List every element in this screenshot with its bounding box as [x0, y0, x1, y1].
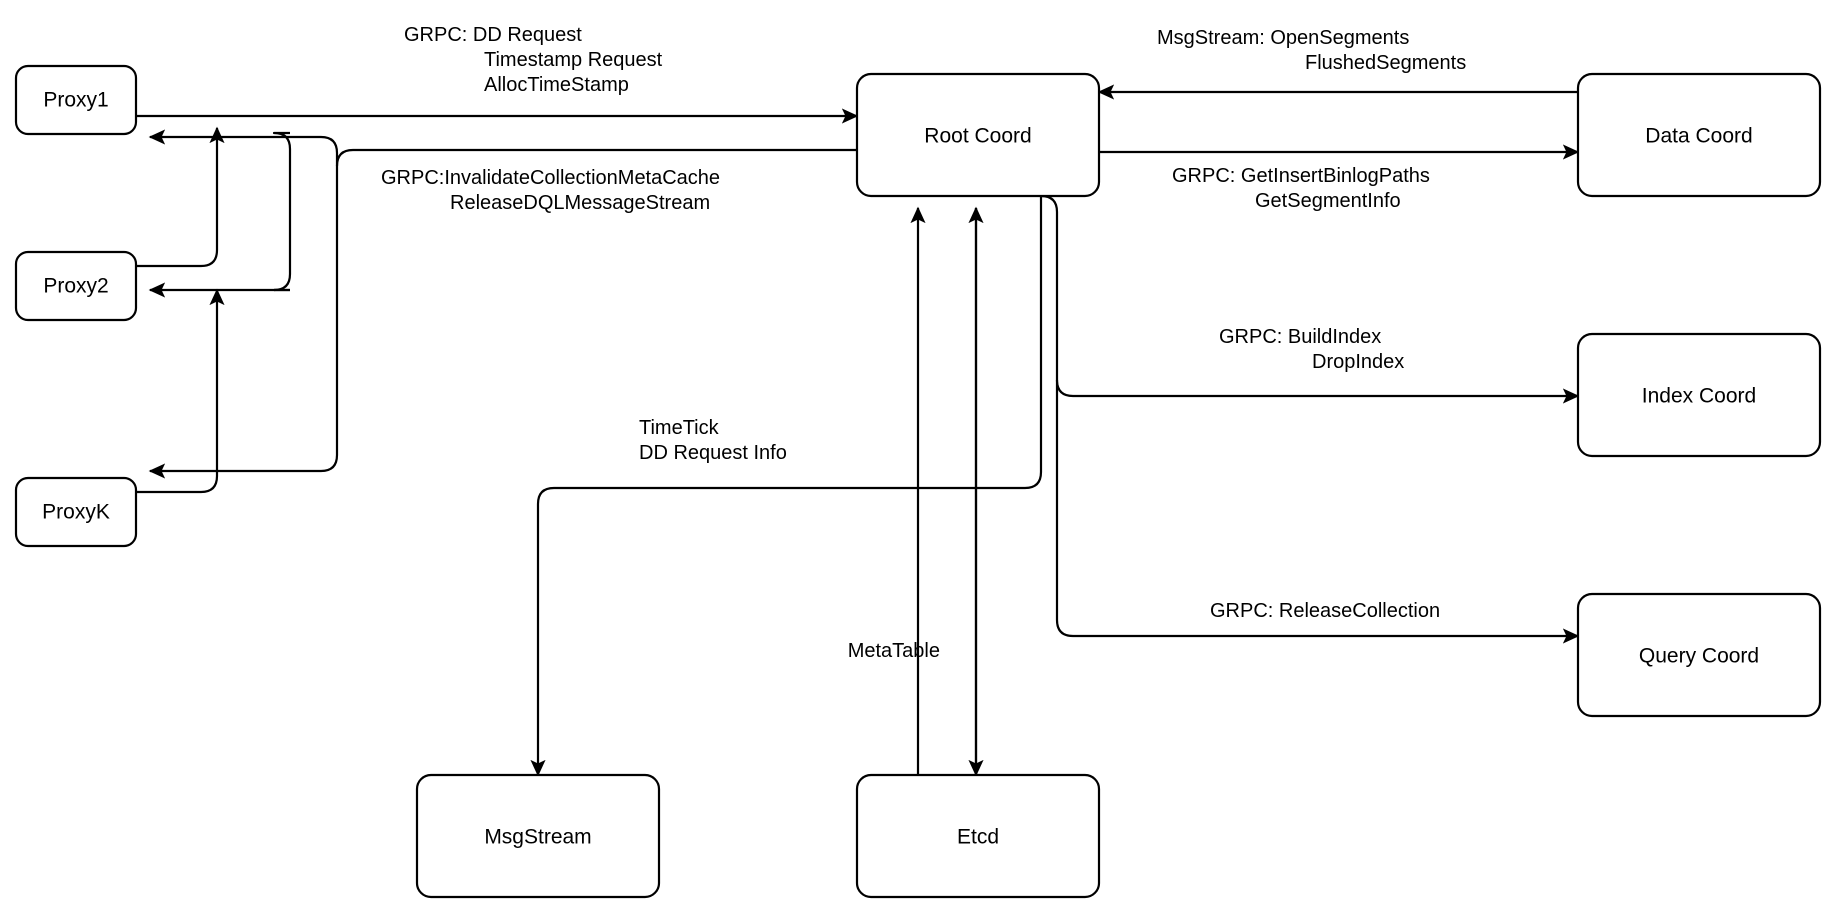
edge-label-root-to-datacoord-line2: GetSegmentInfo: [1255, 190, 1401, 212]
edge-label-proxy-to-root-line2: Timestamp Request: [484, 49, 663, 71]
edge-label-root-to-querycoord-line1: GRPC: ReleaseCollection: [1210, 600, 1440, 622]
edge-proxyk-to-trunk: [136, 288, 225, 494]
edge-proxy2-to-trunk: [136, 126, 225, 268]
node-proxy1-label: Proxy1: [43, 89, 108, 112]
node-msgstream[interactable]: MsgStream: [415, 773, 661, 899]
node-datacoord-box[interactable]: [1576, 72, 1822, 198]
edge-rootcoord-to-indexcoord: [1055, 379, 1580, 404]
node-rootcoord[interactable]: Root Coord: [855, 72, 1101, 198]
edge-label-root-etcd-metatable: MetaTable: [848, 640, 940, 662]
edge-label-datacoord-to-root-line1: MsgStream: OpenSegments: [1157, 27, 1409, 49]
edge-rootcoord-to-msgstream: [530, 196, 1043, 777]
node-proxyk[interactable]: ProxyK: [14, 476, 138, 548]
node-indexcoord-box[interactable]: [1576, 332, 1822, 458]
node-proxy2-label: Proxy2: [43, 275, 108, 298]
nodes-layer: Proxy1 Proxy2 ProxyK Root Coord Data Coo…: [14, 64, 1822, 899]
edge-label-proxy-to-root-line1: GRPC: DD Request: [404, 24, 582, 46]
node-etcd-label: Etcd: [957, 826, 999, 849]
node-rootcoord-label: Root Coord: [924, 125, 1031, 148]
node-etcd[interactable]: Etcd: [855, 773, 1101, 899]
node-proxy1-box[interactable]: [14, 64, 138, 136]
node-indexcoord[interactable]: Index Coord: [1576, 332, 1822, 458]
edge-rootcoord-return-bus: [148, 148, 857, 479]
node-indexcoord-label: Index Coord: [1642, 385, 1756, 408]
node-etcd-box[interactable]: [855, 773, 1101, 899]
edges-layer: [136, 84, 1580, 777]
node-datacoord[interactable]: Data Coord: [1576, 72, 1822, 198]
edge-return-inner-bus: [272, 131, 292, 292]
edge-label-root-to-proxy-line2: ReleaseDQLMessageStream: [450, 192, 710, 214]
edge-label-root-to-proxy-line1: GRPC:InvalidateCollectionMetaCache: [381, 167, 720, 189]
edge-labels-layer: GRPC: DD Request Timestamp Request Alloc…: [381, 24, 1466, 662]
node-proxyk-label: ProxyK: [42, 501, 110, 524]
edge-label-root-to-msgstream-line1: TimeTick: [639, 417, 720, 439]
node-querycoord[interactable]: Query Coord: [1576, 592, 1822, 718]
edge-label-proxy-to-root-line3: AllocTimeStamp: [484, 74, 629, 96]
edge-label-datacoord-to-root-line2: FlushedSegments: [1305, 52, 1466, 74]
node-proxy1[interactable]: Proxy1: [14, 64, 138, 136]
node-msgstream-box[interactable]: [415, 773, 661, 899]
edge-label-root-to-datacoord-line1: GRPC: GetInsertBinlogPaths: [1172, 165, 1430, 187]
node-querycoord-box[interactable]: [1576, 592, 1822, 718]
node-proxyk-box[interactable]: [14, 476, 138, 548]
node-proxy2[interactable]: Proxy2: [14, 250, 138, 322]
node-datacoord-label: Data Coord: [1645, 125, 1752, 148]
edge-return-branch-proxy1: [148, 129, 339, 166]
edge-label-root-to-indexcoord-line2: DropIndex: [1312, 351, 1404, 373]
edge-rootcoord-bus-vertical: [1040, 194, 1580, 644]
edge-label-root-to-indexcoord-line1: GRPC: BuildIndex: [1219, 326, 1381, 348]
edge-label-root-to-msgstream-line2: DD Request Info: [639, 442, 787, 464]
node-rootcoord-box[interactable]: [855, 72, 1101, 198]
node-querycoord-label: Query Coord: [1639, 645, 1759, 668]
node-msgstream-label: MsgStream: [484, 826, 591, 849]
node-proxy2-box[interactable]: [14, 250, 138, 322]
